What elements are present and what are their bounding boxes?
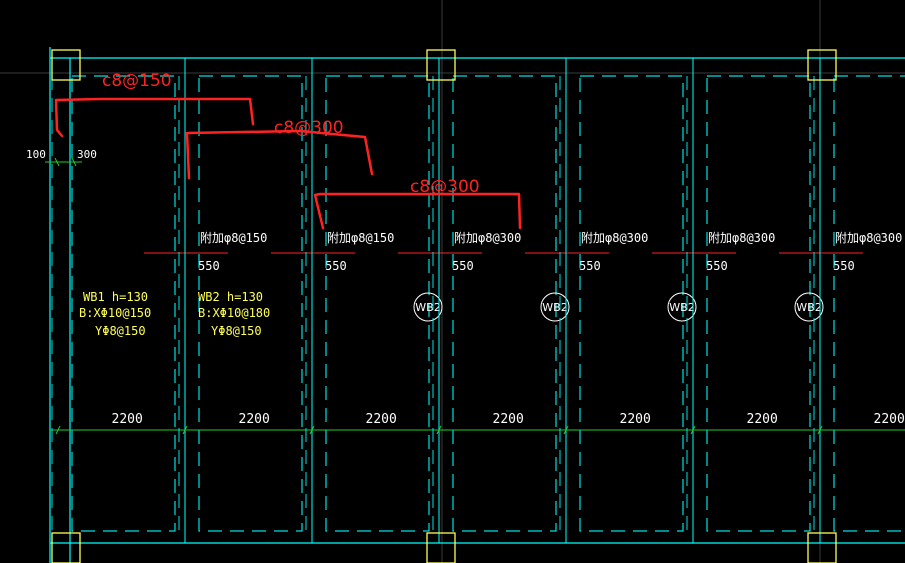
columns — [51, 49, 837, 563]
edge-dim-left: 100 — [26, 148, 46, 161]
slab-wb2-y-bar: YΦ8@150 — [211, 324, 262, 338]
slab-tag-label: WB2 — [669, 301, 694, 314]
beam-frame — [49, 47, 905, 563]
slab-outline-dashed — [325, 75, 430, 532]
additional-bar-length: 550 — [198, 259, 220, 273]
slab-wb1-bottom-bar: B:XΦ10@150 — [79, 306, 151, 320]
column-square — [426, 532, 456, 563]
column-square — [51, 532, 81, 563]
dimension-tick — [436, 425, 442, 435]
markup-bracket-3 — [313, 192, 522, 230]
bay-width-dimension: 2200 — [493, 412, 524, 427]
additional-bar-label: 附加φ8@300 — [835, 231, 902, 245]
slab-tag-circle — [413, 292, 443, 322]
dimension-tick — [55, 425, 61, 435]
additional-bar-label: 附加φ8@300 — [708, 231, 775, 245]
slab-tag-label: WB2 — [796, 301, 821, 314]
slab-tag-label: WB2 — [415, 301, 440, 314]
bay-width-dimension: 2200 — [112, 412, 143, 427]
dimension-line-edge — [45, 157, 82, 167]
edge-dim-right: 300 — [77, 148, 97, 161]
slab-outline-dashed — [452, 75, 557, 532]
dimension-tick — [309, 425, 315, 435]
dimension-tick — [690, 425, 696, 435]
additional-bar-label: 附加φ8@300 — [454, 231, 521, 245]
bay-width-dimension: 2200 — [239, 412, 270, 427]
column-square — [51, 49, 81, 81]
slab-tag-circle — [540, 292, 570, 322]
additional-bar-length: 550 — [833, 259, 855, 273]
bay-width-dimension: 2200 — [620, 412, 651, 427]
additional-bar-length: 550 — [452, 259, 474, 273]
markup-label-1: c8@150 — [102, 71, 172, 91]
additional-bar-length: 550 — [706, 259, 728, 273]
markup-bracket-2 — [185, 129, 374, 180]
slab-wb1-y-bar: YΦ8@150 — [95, 324, 146, 338]
additional-bar-label: 附加φ8@150 — [200, 231, 267, 245]
column-square — [807, 49, 837, 81]
additional-bar-length: 550 — [579, 259, 601, 273]
slab-tag-label: WB2 — [542, 301, 567, 314]
slab-outline-dashed — [833, 75, 905, 532]
slab-outline-dashed — [71, 75, 176, 532]
slab-outline-dashed — [579, 75, 684, 532]
slab-tag-circle — [794, 292, 824, 322]
slab-wb1-name: WB1 h=130 — [83, 290, 148, 304]
slab-info-wb2: WB2 h=130 B:XΦ10@180 YΦ8@150 — [198, 290, 270, 338]
bay-width-dimension: 2200 — [747, 412, 778, 427]
slab-wb2-name: WB2 h=130 — [198, 290, 263, 304]
slab-outline-dashed — [198, 75, 303, 532]
markup-label-3: c8@300 — [410, 177, 480, 197]
slab-tag-circle — [667, 292, 697, 322]
column-square — [426, 49, 456, 81]
slab-wb2-bottom-bar: B:XΦ10@180 — [198, 306, 270, 320]
dimension-tick — [182, 425, 188, 435]
additional-bar-label: 附加φ8@300 — [581, 231, 648, 245]
dimension-tick — [817, 425, 823, 435]
additional-bar-label: 附加φ8@150 — [327, 231, 394, 245]
markup-bracket-1 — [54, 97, 255, 138]
additional-bar-length: 550 — [325, 259, 347, 273]
bay-width-dimension: 2200 — [874, 412, 905, 427]
bay-width-dimension: 2200 — [366, 412, 397, 427]
red-markup-labels: c8@150 c8@300 c8@300 — [102, 71, 480, 197]
slab-bays: 附加φ8@150 550 2200 附加φ8@150 550 2200 附加φ8@300 55… — [51, 58, 905, 543]
dimension-tick — [563, 425, 569, 435]
slab-outline-dashed — [706, 75, 811, 532]
markup-label-2: c8@300 — [274, 118, 344, 138]
red-markup — [54, 97, 522, 230]
column-square — [807, 532, 837, 563]
slab-info-wb1: WB1 h=130 B:XΦ10@150 YΦ8@150 — [79, 290, 151, 338]
